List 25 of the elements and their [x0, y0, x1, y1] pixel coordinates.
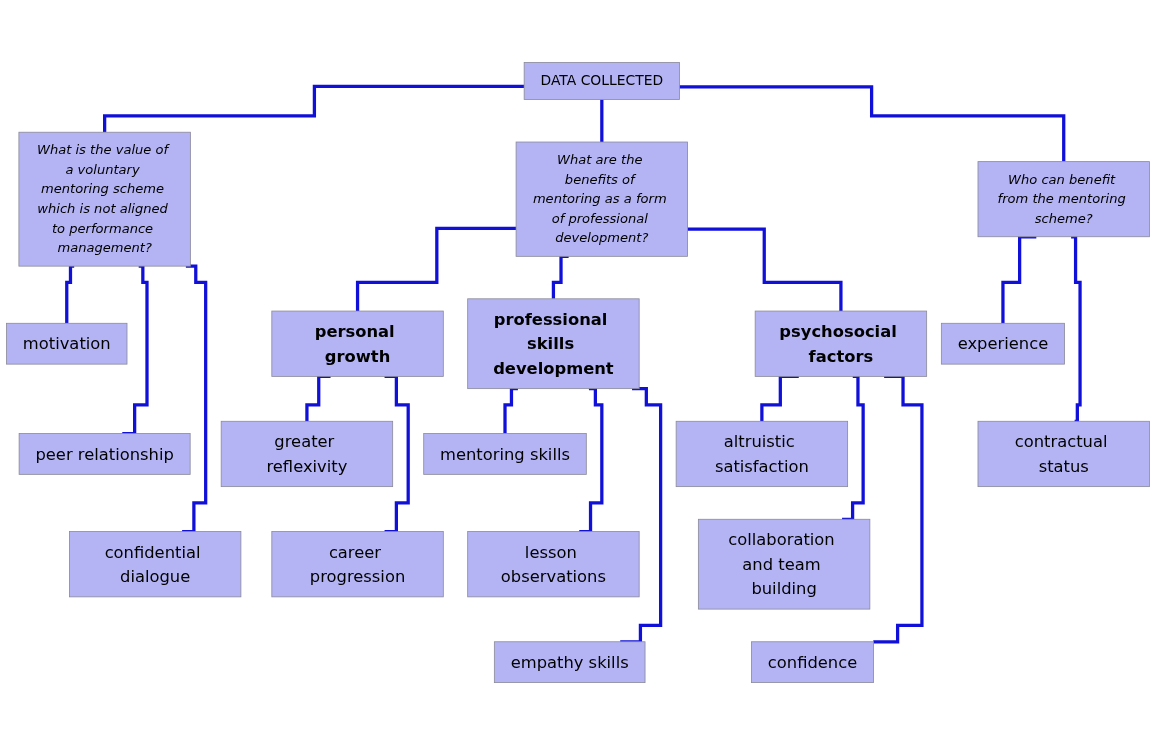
node-box: lesson observations	[467, 531, 640, 598]
node-box: personal growth	[271, 310, 444, 377]
node-box: career progression	[271, 531, 444, 598]
node-box: altruistic satisfaction	[675, 420, 849, 488]
node-box: mentoring skills	[423, 433, 587, 475]
node-box: DATA COLLECTED	[523, 62, 680, 100]
node-box: greater reflexivity	[220, 420, 394, 488]
node-box: psychosocial factors	[754, 310, 928, 377]
node-box: professional skills development	[467, 298, 640, 390]
node-box: What are the benefits of mentoring as a form of professional development?	[515, 141, 688, 257]
node-box: What is the value of a voluntary mentoring scheme which is not aligned to performance management?	[18, 131, 191, 267]
node-box: confidential dialogue	[69, 531, 242, 598]
node-box: confidence	[751, 641, 874, 683]
connector	[1071, 235, 1082, 423]
node-box: experience	[940, 322, 1065, 365]
connector	[355, 226, 517, 313]
node-box: Who can benefit from the mentoring scheme?	[977, 161, 1150, 238]
node-box: contractual status	[977, 420, 1150, 488]
node-box: peer relationship	[18, 433, 191, 475]
node-box: collaboration and team building	[697, 518, 871, 610]
node-box: motivation	[6, 322, 128, 365]
connector	[687, 227, 843, 313]
connector	[1001, 235, 1037, 325]
connector	[103, 84, 525, 134]
node-box: empathy skills	[493, 641, 646, 683]
